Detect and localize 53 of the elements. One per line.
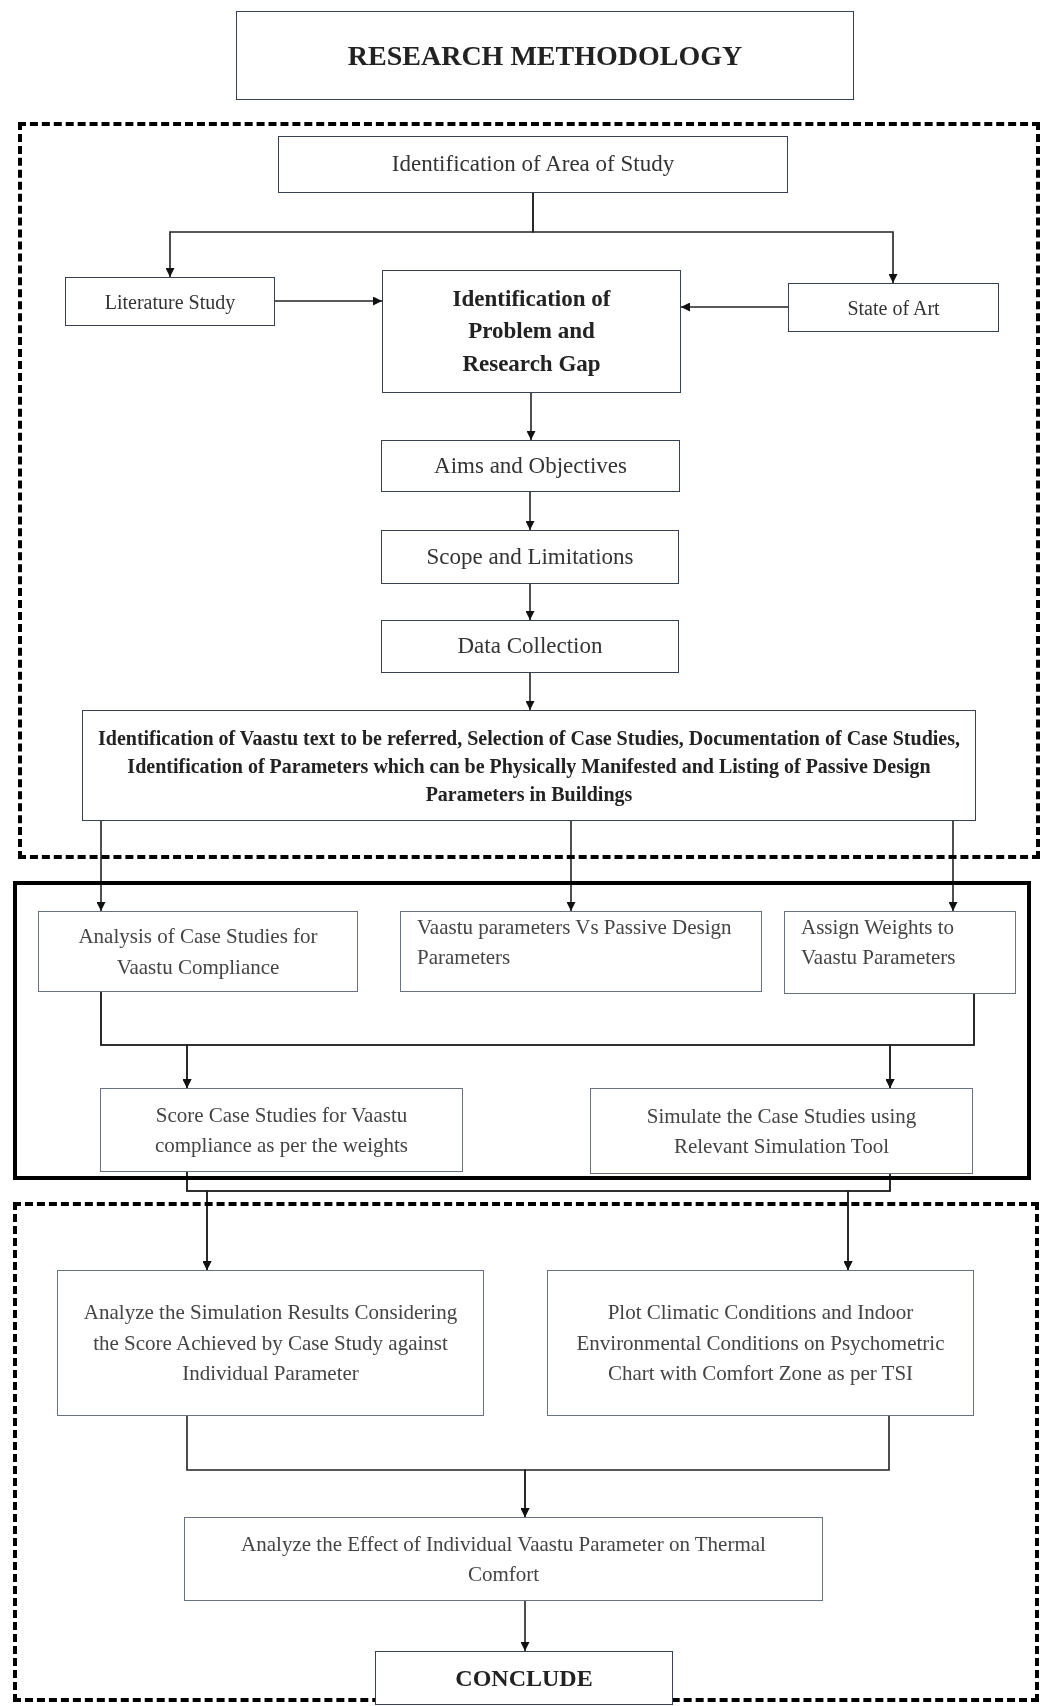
arrow — [96, 820, 106, 912]
process-box — [236, 11, 854, 100]
arrow — [526, 392, 536, 441]
process-box — [400, 911, 762, 992]
process-box — [100, 1088, 463, 1172]
box-text: Simulate the Case Studies using Relevant Simulation Tool — [645, 1102, 918, 1160]
process-box — [65, 277, 275, 326]
process-box — [547, 1270, 974, 1416]
process-box — [57, 1270, 484, 1416]
process-box — [590, 1088, 973, 1174]
section-frame — [18, 122, 1040, 859]
box-text: RESEARCH METHODOLOGY — [346, 38, 744, 73]
process-box — [381, 530, 679, 584]
arrow — [843, 1173, 891, 1271]
box-text: Analyze the Effect of Individual Vaastu Parameter on Thermal Comfort — [240, 1530, 767, 1588]
process-box — [788, 283, 999, 332]
arrow — [532, 192, 898, 284]
box-text: Analysis of Case Studies for Vaastu Compliance — [77, 923, 319, 981]
process-box — [184, 1517, 823, 1601]
box-text: Plot Climatic Conditions and Indoor Environmental Conditions on Psychometric Chart with Comfort Zone as per TSI — [575, 1299, 946, 1388]
box-text: Data Collection — [456, 632, 604, 661]
arrow — [525, 672, 535, 711]
box-text: Identification of Area of Study — [390, 150, 676, 179]
box-text: Vaastu parameters Vs Passive Design Parameters — [417, 914, 733, 972]
process-box — [381, 620, 679, 673]
process-box — [38, 911, 358, 992]
arrow — [885, 993, 975, 1089]
arrow — [525, 491, 535, 531]
arrow — [520, 1415, 890, 1518]
process-box — [278, 136, 788, 193]
box-text: Identification of Problem and Research Gap — [451, 285, 612, 378]
process-box — [382, 270, 681, 393]
box-text: Analyze the Simulation Results Considering the Score Achieved by Case Study against Individual Parameter — [82, 1299, 459, 1388]
box-text: Assign Weights to Vaastu Parameters — [801, 914, 957, 972]
arrow — [520, 1600, 530, 1652]
section-frame — [13, 881, 1031, 1180]
process-box — [375, 1651, 673, 1705]
arrow — [948, 820, 958, 912]
arrow — [525, 583, 535, 621]
box-text: CONCLUDE — [454, 1664, 594, 1693]
box-text: Scope and Limitations — [425, 542, 635, 571]
arrow — [566, 820, 576, 912]
process-box — [381, 440, 680, 492]
box-text: State of Art — [846, 295, 941, 321]
arrow — [274, 296, 383, 306]
box-text: Literature Study — [103, 289, 237, 316]
box-text: Score Case Studies for Vaastu compliance as per the weights — [153, 1101, 410, 1159]
process-box — [82, 710, 976, 821]
arrow — [680, 302, 789, 312]
box-text: Identification of Vaastu text to be referred, Selection of Case Studies, Documentation of Case Studies, Identification of Parameters which can be Physically Manifested and Listing of Passive Design Parameters in Buildings — [97, 725, 961, 808]
section-frame — [13, 1202, 1039, 1702]
box-text: Aims and Objectives — [433, 451, 628, 480]
process-box — [784, 911, 1016, 994]
